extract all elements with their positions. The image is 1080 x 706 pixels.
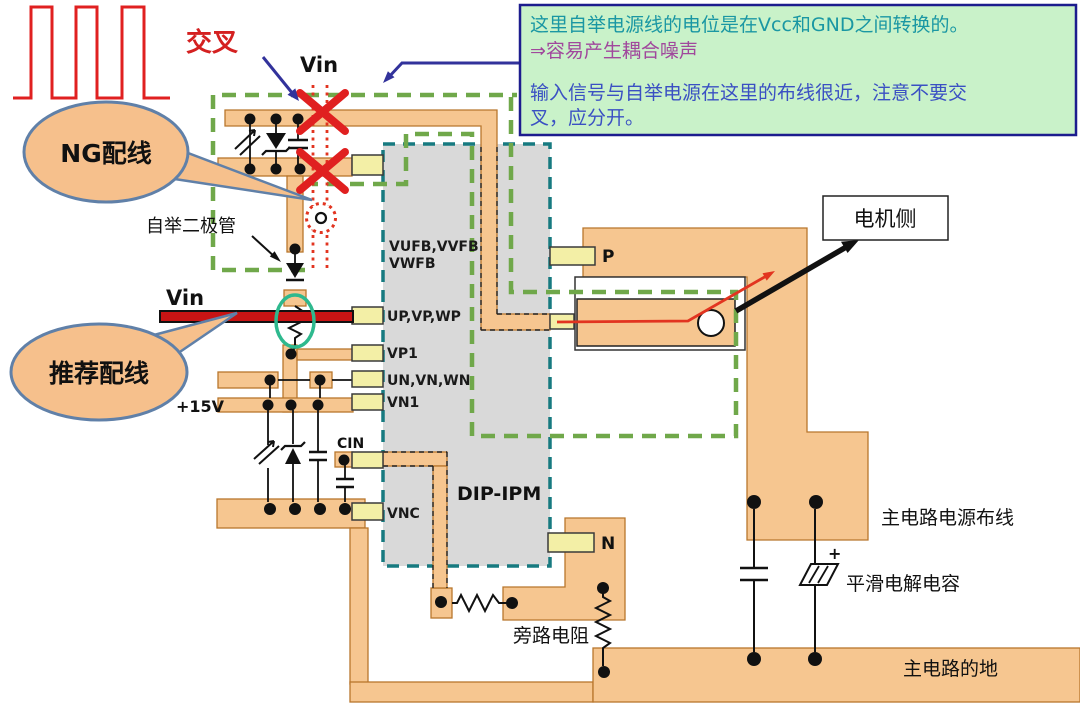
electrolytic-hatch	[808, 565, 829, 584]
pin-label-n: N	[601, 534, 615, 554]
surge-absorber-icon	[234, 129, 261, 156]
note-box-frame	[518, 3, 1078, 137]
blue-arrowhead-2	[383, 71, 395, 83]
component-wires	[249, 122, 816, 652]
blue-arrow-cross-1	[261, 56, 295, 95]
copper-traces	[216, 109, 1080, 703]
note-box: 这里自举电源线的电位是在Vcc和GND之间转换的。 ⇒容易产生耦合噪声 输入信号…	[518, 3, 1078, 137]
bootstrap-route-left-box	[210, 92, 307, 273]
bootstrap-diode-symbol	[286, 263, 304, 353]
blue-arrow-note	[385, 61, 523, 81]
pin-un-vn-wn	[351, 370, 384, 388]
cross-label: 交叉	[186, 27, 238, 58]
vin-top-label: Vin	[300, 53, 338, 77]
recommended-callout: 推荐配线	[9, 311, 238, 422]
ng-callout-bubble	[22, 100, 190, 204]
blue-arrowhead-1	[287, 88, 299, 101]
smoothing-capacitor-label: 平滑电解电容	[846, 573, 960, 595]
pin-label-vnc: VNC	[387, 506, 420, 522]
cin-trace-dashed-outline	[383, 451, 448, 588]
capacitor-icon	[288, 138, 308, 150]
pin-up-vp-wp	[351, 306, 384, 325]
plus-polarity-mark: +	[828, 544, 841, 563]
bypass-resistor-vertical-icon	[593, 592, 613, 666]
bypass-resistor-horizontal-icon	[452, 592, 512, 614]
vin-left-label: Vin	[166, 286, 204, 310]
main-power-trace	[582, 227, 869, 541]
pin-label-vn1: VN1	[387, 395, 419, 411]
cross-x-mark-2	[296, 148, 349, 194]
cross-x-mark-1	[296, 89, 349, 135]
vp1-trace	[296, 348, 354, 361]
recommended-wiring-line	[159, 310, 354, 323]
note-line-2: ⇒容易产生耦合噪声	[530, 40, 698, 62]
motor-side-box	[822, 195, 949, 241]
pin-label-vufb-2: VWFB	[389, 256, 436, 272]
pin-label-up-vp-wp: UP,VP,WP	[387, 309, 461, 325]
zener-diode-icon	[285, 448, 301, 464]
main-ground-label: 主电路的地	[903, 658, 998, 680]
bootstrap-route-loop	[312, 97, 739, 439]
pin-label-p: P	[602, 247, 614, 267]
pin-label-un-vn-wn: UN,VN,WN	[387, 373, 470, 389]
motor-side-label: 电机侧	[854, 207, 917, 231]
main-power-wiring-label: 主电路电源布线	[881, 507, 1014, 529]
arrows	[251, 56, 859, 324]
surge-absorber-icon	[253, 440, 280, 465]
cin-internal-trace-h	[382, 451, 448, 467]
bootstrap-diode-label: 自举二极管	[146, 216, 236, 237]
note-line-4: 叉，应分开。	[530, 107, 644, 129]
vnc-ground-bar	[216, 498, 366, 529]
pin-p	[549, 246, 596, 266]
pin-n	[547, 532, 595, 553]
bypass-resistor-label: 旁路电阻	[513, 625, 589, 647]
note-line-3: 输入信号与自举电源在这里的布线很近，注意不要交	[530, 82, 967, 104]
pin-vufb	[351, 154, 384, 176]
ipm-pins	[351, 154, 596, 553]
output-current-arrowhead	[762, 271, 775, 281]
bootstrap-diode-pointerhead	[269, 251, 281, 262]
ng-callout-label: NG配线	[60, 139, 151, 168]
ground-leg-trace	[349, 527, 369, 685]
film-capacitor-icon	[740, 566, 768, 582]
pwm-waveform-icon	[13, 5, 170, 100]
pin-cin	[351, 451, 384, 469]
bootstrap-clamp-components	[234, 129, 308, 156]
bootstrap-diode-icon	[286, 263, 304, 278]
input-filter-components	[253, 440, 354, 489]
ng-callout: NG配线	[22, 100, 313, 204]
motor-side-arrow	[734, 243, 850, 314]
internal-trace-dashed-outline	[480, 147, 549, 331]
pin-vp1	[351, 344, 384, 362]
cin-capacitor-icon	[336, 477, 354, 489]
via-dots	[244, 113, 823, 678]
capacitor-icon	[309, 450, 327, 462]
pin-vnc	[351, 502, 384, 521]
smoothing-capacitors: +	[740, 544, 841, 586]
plus15v-label: +15V	[176, 397, 225, 416]
pin-label-vp1: VP1	[387, 346, 418, 362]
ng-route	[296, 85, 349, 272]
zener-bar	[280, 441, 306, 451]
main-ground-bar	[592, 647, 1080, 703]
highlight-ellipse	[274, 293, 316, 349]
pin-vn1	[351, 393, 384, 411]
recommended-callout-bubble	[9, 322, 189, 422]
diode-icon	[266, 133, 286, 149]
cin-internal-trace-v	[432, 465, 448, 589]
ipm-title: DIP-IPM	[457, 483, 541, 505]
ground-thin-bar	[349, 681, 594, 703]
electrolytic-plate-icon	[798, 563, 840, 586]
motor-side-arrowhead	[841, 240, 859, 253]
mounting-hole	[697, 309, 725, 337]
note-line-1: 这里自举电源线的电位是在Vcc和GND之间转换的。	[530, 14, 968, 36]
recommended-callout-label: 推荐配线	[49, 359, 149, 388]
pin-label-vufb-1: VUFB,VVFB	[389, 239, 479, 255]
ng-via-hole	[314, 211, 328, 225]
output-current-arrow	[556, 273, 769, 324]
cin-label: CIN	[337, 436, 364, 452]
